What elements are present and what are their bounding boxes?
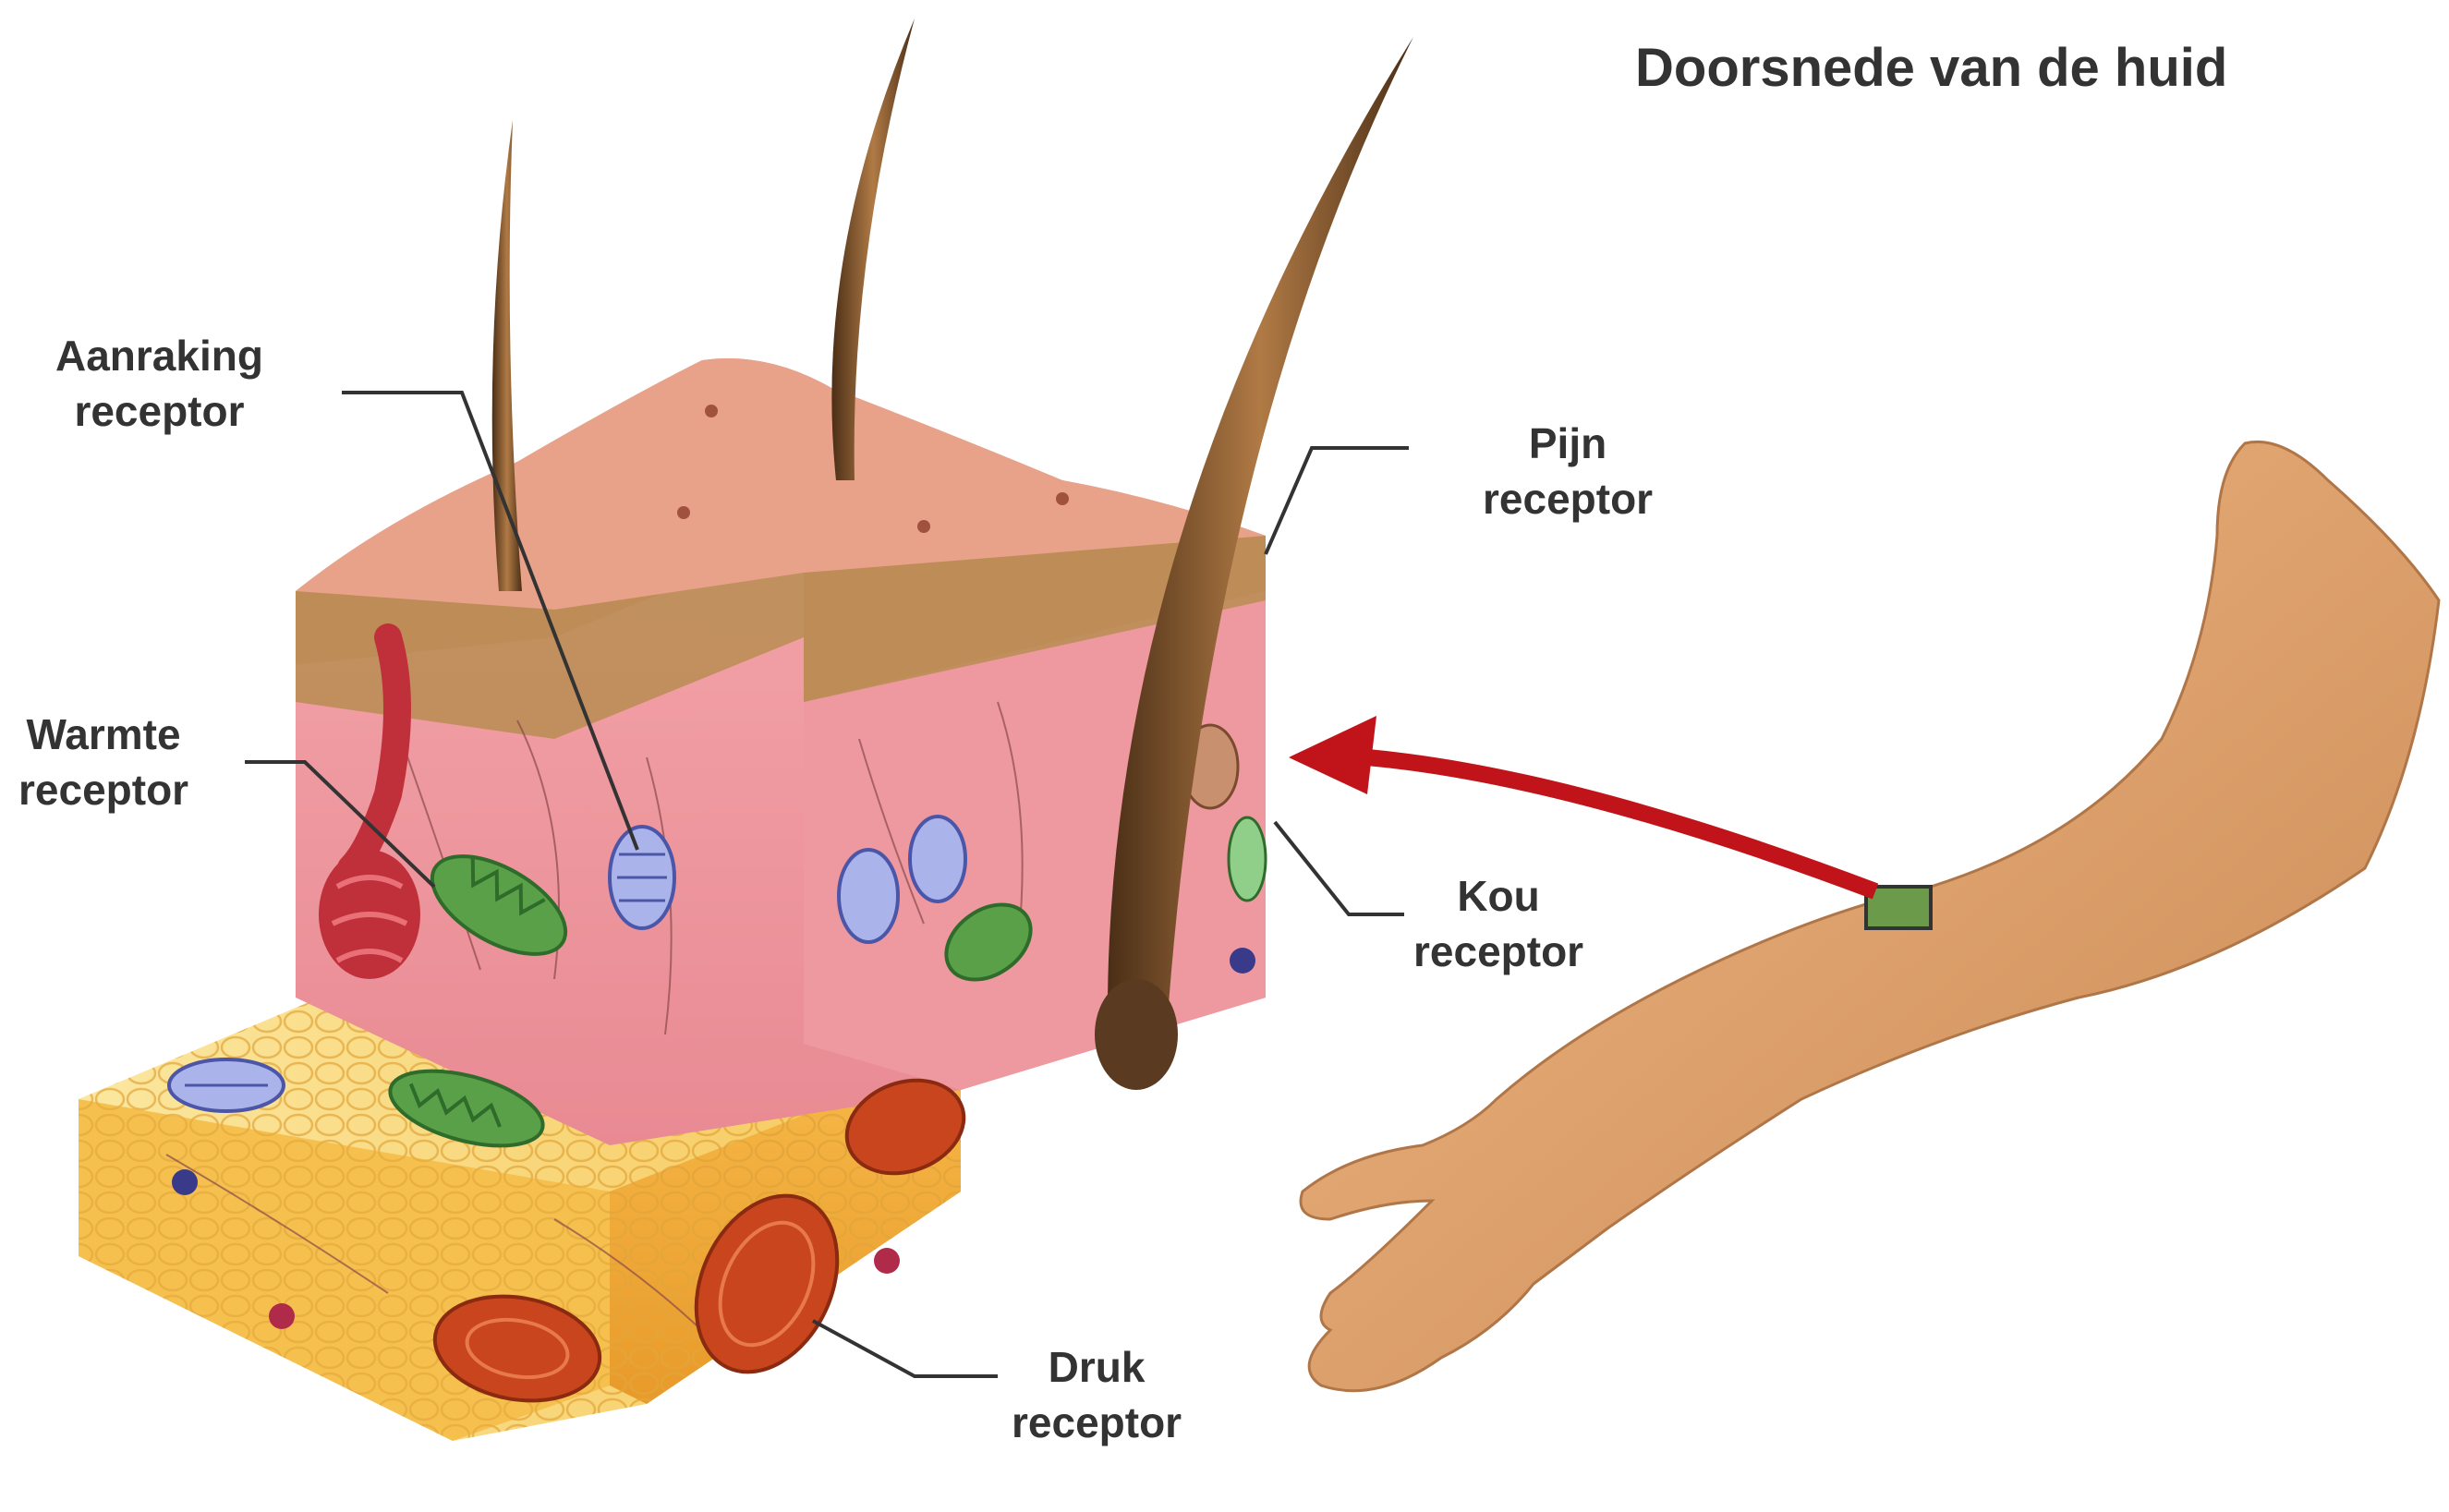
skin-sample-marker <box>1866 887 1931 928</box>
label-warmte-receptor: Warmte receptor <box>18 707 188 817</box>
label-warmte-line1: Warmte <box>18 707 188 762</box>
label-aanraking-receptor: Aanraking receptor <box>55 328 263 439</box>
label-druk-receptor: Druk receptor <box>1012 1339 1182 1450</box>
diagram-title: Doorsnede van de huid <box>1635 37 2227 99</box>
label-warmte-line2: receptor <box>18 762 188 817</box>
label-kou-receptor: Kou receptor <box>1413 868 1583 979</box>
label-pijn-line1: Pijn <box>1483 416 1653 471</box>
label-pijn-line2: receptor <box>1483 471 1653 526</box>
label-aanraking-line1: Aanraking <box>55 328 263 383</box>
red-arrow <box>1289 716 1875 891</box>
label-pijn-receptor: Pijn receptor <box>1483 416 1653 526</box>
label-druk-line1: Druk <box>1012 1339 1182 1395</box>
label-druk-line2: receptor <box>1012 1395 1182 1450</box>
label-kou-line2: receptor <box>1413 924 1583 979</box>
label-kou-line1: Kou <box>1413 868 1583 924</box>
label-aanraking-line2: receptor <box>55 383 263 439</box>
